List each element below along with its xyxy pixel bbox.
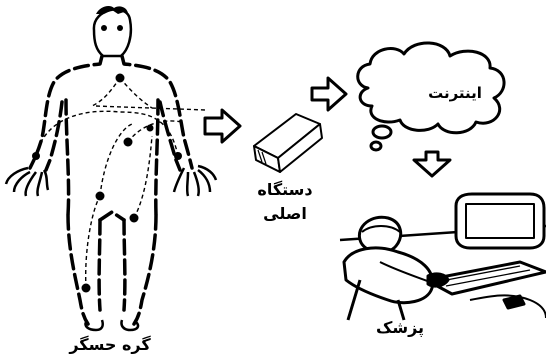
arrow-right-icon bbox=[205, 110, 240, 142]
label-main-device-line2: اصلی bbox=[240, 204, 330, 223]
feet-icon bbox=[85, 320, 138, 330]
wireless-device-icon bbox=[254, 114, 322, 172]
label-body-sensor-node: گره حسگر bbox=[55, 335, 165, 354]
physician-at-computer-icon bbox=[340, 194, 546, 320]
label-internet: اینترنت bbox=[395, 84, 515, 102]
arrow-down-icon bbox=[414, 152, 450, 176]
arrow-right-icon bbox=[312, 78, 346, 110]
label-main-device-line1: دستگاه bbox=[240, 180, 330, 199]
human-body-icon bbox=[30, 9, 192, 324]
left-hand-icon bbox=[6, 168, 48, 196]
label-physician: پزشک bbox=[345, 318, 455, 337]
face-details bbox=[96, 6, 128, 31]
